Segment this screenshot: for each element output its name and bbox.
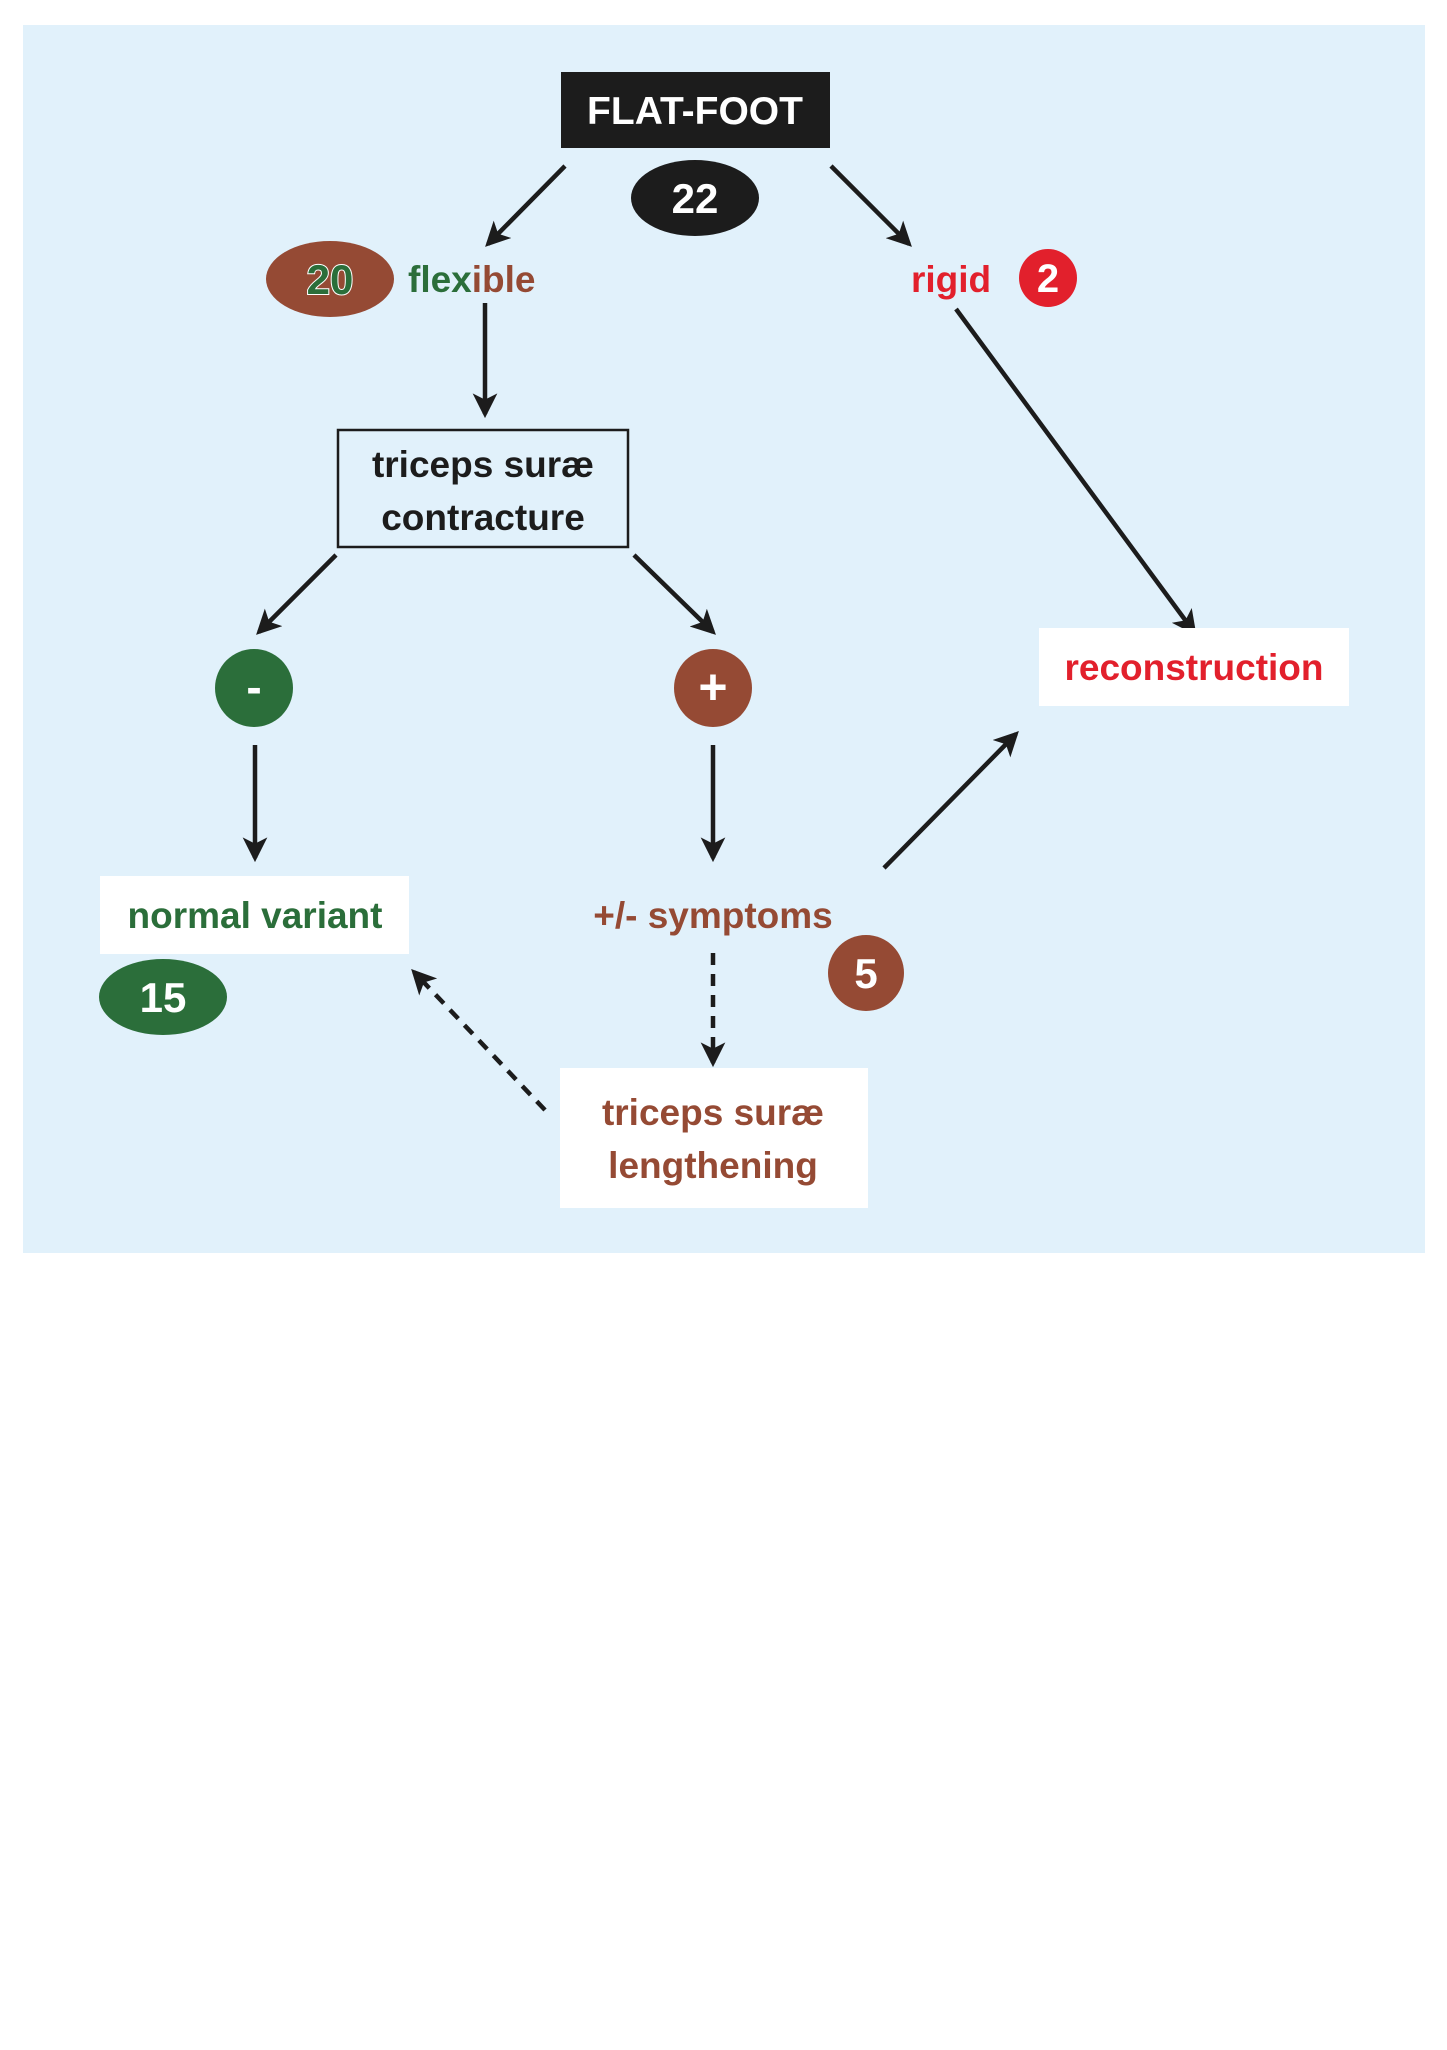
- edge-lengthening-normalvariant: [411, 969, 547, 1112]
- rigid-label: rigid: [911, 259, 991, 300]
- rigid-count-badge: [1019, 249, 1077, 307]
- lengthening-line1: triceps surӕ: [602, 1092, 824, 1133]
- flexible-label: flexible: [408, 259, 536, 300]
- node-negative: -: [215, 649, 293, 727]
- node-positive: +: [674, 649, 752, 727]
- edge-contracture-positive: [632, 553, 716, 635]
- flexible-label-green: flex: [408, 259, 472, 300]
- flat-foot-box: [561, 72, 830, 148]
- negative-label: -: [246, 661, 261, 713]
- node-symptoms: +/- symptoms 5: [593, 895, 904, 1011]
- node-rigid: rigid 2: [911, 249, 1077, 307]
- rigid-count: 2: [1037, 257, 1059, 301]
- symptoms-count: 5: [854, 950, 877, 997]
- contracture-box: [336, 428, 630, 549]
- normal-variant-count-badge: [99, 959, 227, 1035]
- reconstruction-box: [1039, 628, 1349, 706]
- edge-symptoms-reconstruction: [882, 731, 1019, 870]
- positive-circle: [674, 649, 752, 727]
- node-normal-variant: normal variant 15: [99, 876, 409, 1035]
- negative-circle: [215, 649, 293, 727]
- flexible-label-brown: ible: [472, 259, 536, 300]
- node-reconstruction: reconstruction: [1039, 628, 1349, 706]
- node-flat-foot: FLAT-FOOT 22: [561, 72, 830, 236]
- flexible-count: 20: [307, 256, 354, 303]
- positive-label: +: [698, 659, 727, 715]
- edge-contracture-negative: [256, 553, 338, 635]
- edge-rigid-reconstruction: [954, 307, 1197, 636]
- node-lengthening: triceps surӕ lengthening: [560, 1068, 868, 1208]
- flexible-count-badge: [266, 241, 394, 317]
- edges: [242, 164, 1197, 1112]
- node-flexible: 20 flexible: [266, 241, 536, 317]
- reconstruction-label: reconstruction: [1064, 647, 1323, 688]
- contracture-line1: triceps surӕ: [372, 444, 594, 485]
- flat-foot-label: FLAT-FOOT: [587, 90, 803, 133]
- normal-variant-label: normal variant: [128, 895, 383, 936]
- flat-foot-count: 22: [672, 175, 719, 222]
- edge-flatfoot-flexible: [485, 164, 567, 247]
- lengthening-box: [560, 1068, 868, 1208]
- node-contracture: triceps surӕ contracture: [336, 428, 630, 549]
- contracture-line2: contracture: [381, 497, 585, 538]
- normal-variant-box: [100, 876, 409, 954]
- normal-variant-count: 15: [140, 974, 187, 1021]
- symptoms-count-badge: [828, 935, 904, 1011]
- flat-foot-count-badge: [631, 160, 759, 236]
- edge-flatfoot-rigid: [829, 164, 912, 247]
- symptoms-label: +/- symptoms: [593, 895, 833, 936]
- lengthening-line2: lengthening: [608, 1145, 818, 1186]
